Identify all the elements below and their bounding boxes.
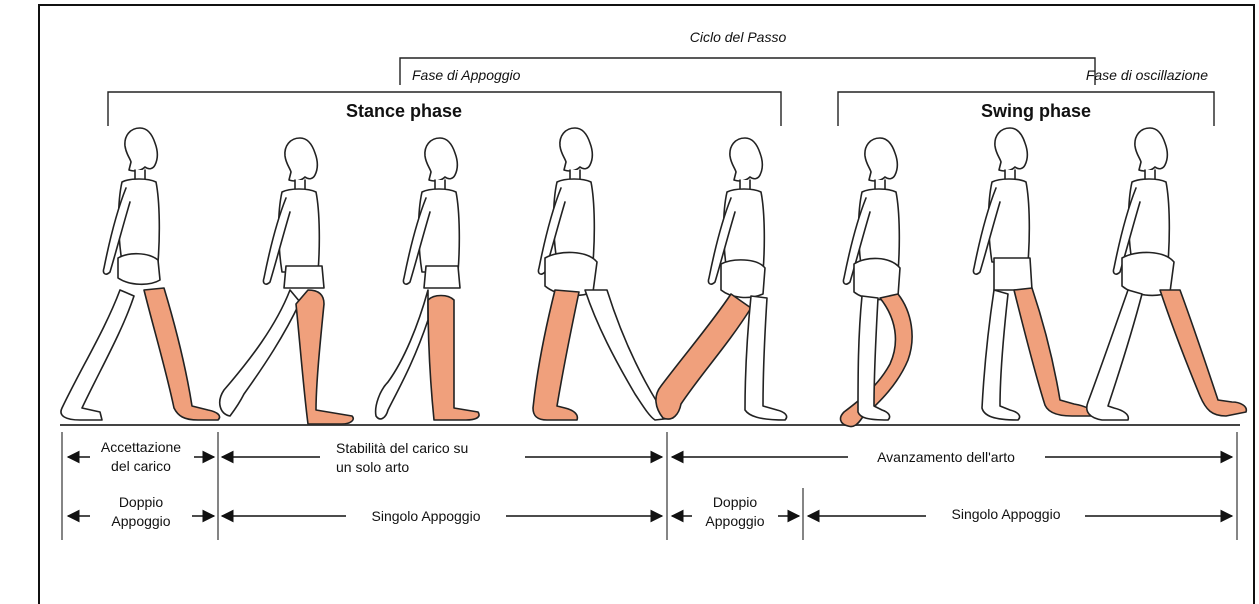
stabilita-label: Stabilità del carico su: [336, 440, 468, 456]
avanzamento-label: Avanzamento dell'arto: [877, 449, 1015, 465]
walking-figure-icon: [220, 138, 354, 424]
doppio2-label: Doppio: [713, 494, 758, 510]
stance-phase-label: Stance phase: [346, 101, 462, 121]
accettazione-label: Accettazione: [101, 439, 181, 455]
doppio1-label: Doppio: [119, 494, 164, 510]
stabilita-label-2: un solo arto: [336, 459, 409, 475]
accettazione-label-2: del carico: [111, 458, 171, 474]
walking-figure-icon: [841, 138, 913, 427]
fase-oscillazione-label: Fase di oscillazione: [1086, 67, 1208, 83]
doppio1-label-2: Appoggio: [111, 513, 170, 529]
row-dividers: [62, 432, 1237, 540]
cycle-title: Ciclo del Passo: [690, 29, 787, 45]
walking-figure-icon: [376, 138, 479, 420]
walking-figure-icon: [656, 138, 787, 420]
singolo2-label: Singolo Appoggio: [952, 506, 1061, 522]
walking-figure-icon: [61, 128, 220, 420]
walking-figure-icon: [1087, 128, 1247, 420]
singolo1-label: Singolo Appoggio: [372, 508, 481, 524]
figures-group: [61, 128, 1246, 427]
gait-cycle-diagram: Ciclo del Passo Fase di Appoggio Fase di…: [0, 0, 1259, 589]
walking-figure-icon: [973, 128, 1092, 420]
walking-figure-icon: [533, 128, 673, 420]
doppio2-label-2: Appoggio: [705, 513, 764, 529]
fase-appoggio-label: Fase di Appoggio: [412, 67, 521, 83]
swing-phase-label: Swing phase: [981, 101, 1091, 121]
